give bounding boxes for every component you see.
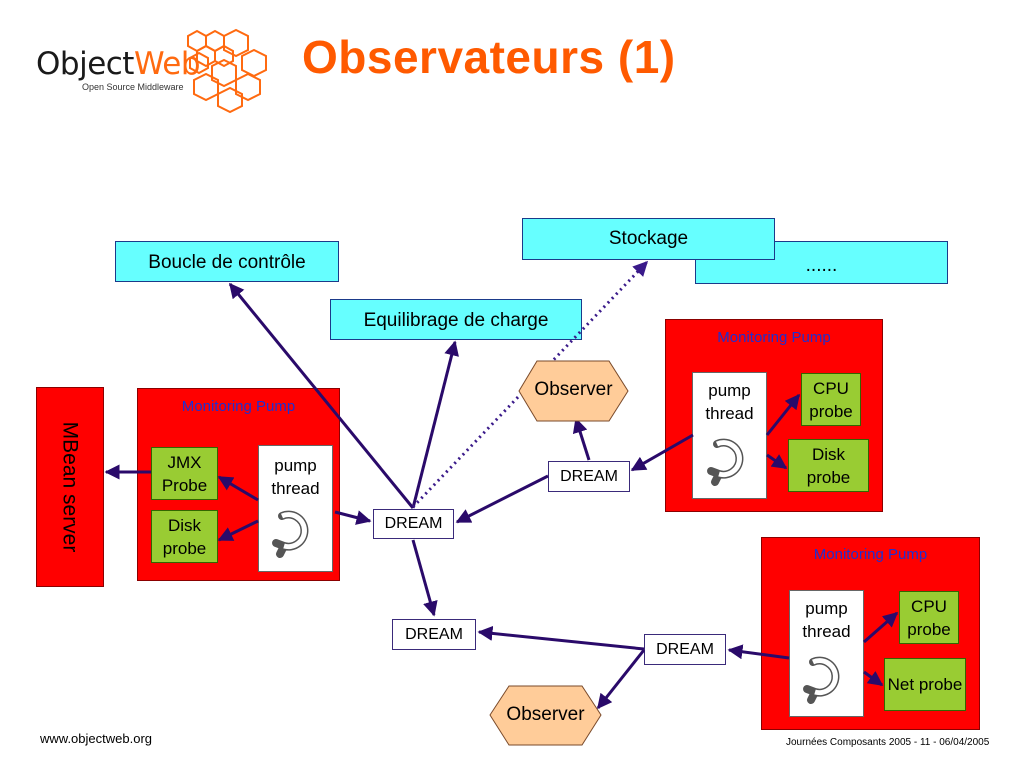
jmx-probe-label: JMX Probe [161, 452, 208, 495]
arrow-thread3-to-cpu [863, 611, 899, 644]
arrow-thread3-to-dreambr [727, 644, 790, 660]
arrow-dreambr-to-observer [596, 649, 646, 710]
pump-thread-1-label: pump thread [271, 456, 320, 498]
cpu-probe-1-label: CPU probe [809, 378, 853, 421]
equilibrage-label: Equilibrage de charge [363, 310, 549, 331]
more-targets-label: ...... [805, 255, 838, 276]
arrow-dream-to-boucle [228, 282, 415, 509]
arrow-thread2-to-dreamright [630, 433, 694, 472]
arrow-thread2-to-cpu [765, 393, 801, 436]
net-probe: Net probe [884, 658, 966, 711]
pump-thread-2: pump thread [692, 372, 767, 499]
arrow-dream-to-equilibrage [411, 340, 459, 509]
dream-right-label: DREAM [560, 467, 618, 485]
arrow-thread2-to-disk [766, 453, 788, 470]
net-probe-label: Net probe [887, 675, 963, 694]
arrow-thread1-to-dream [334, 510, 372, 525]
logo-wordmark: ObjectWeb [36, 46, 201, 82]
arrow-dreamright-to-dream [455, 474, 549, 524]
boucle-label: Boucle de contrôle [148, 252, 306, 273]
observer-bottom: Observer [506, 704, 585, 725]
arrow-dreambr-to-dreamlower [477, 625, 645, 651]
dream-node-lower: DREAM [392, 619, 476, 650]
arrow-dreamright-to-observer [572, 417, 591, 461]
dream-center-label: DREAM [384, 515, 443, 532]
stockage-label: Stockage [608, 228, 689, 249]
disk-probe-1: Disk probe [151, 510, 218, 563]
cpu-probe-2-label: CPU probe [907, 596, 951, 639]
arrow-thread1-to-jmx [217, 475, 259, 502]
cycle-icon-3-inner [811, 658, 838, 696]
pump-3-label: Monitoring Pump [813, 546, 928, 563]
arrow-thread3-to-net [863, 670, 884, 687]
disk-probe-1-label: Disk probe [162, 515, 207, 558]
disk-probe-2: Disk probe [788, 439, 869, 492]
pump-thread-3-label: pump thread [802, 599, 851, 641]
pump-thread-2-label: pump thread [705, 381, 754, 423]
pump-2-label: Monitoring Pump [717, 329, 831, 346]
disk-probe-2-label: Disk probe [806, 444, 851, 487]
cpu-probe-2: CPU probe [899, 591, 959, 644]
cycle-icons [272, 438, 840, 704]
observer-bottom-hexagon [489, 685, 602, 746]
cpu-probe-1: CPU probe [801, 373, 861, 426]
observer-top-hexagon [518, 360, 629, 422]
footer-url: www.objectweb.org [40, 731, 152, 746]
arrow-dream-to-dream-lower [411, 539, 438, 617]
observer-top: Observer [534, 379, 613, 400]
mbean-server-box: MBean server [36, 387, 104, 587]
dream-lower-label: DREAM [405, 625, 463, 643]
pump-thread-3: pump thread [789, 590, 864, 717]
footer-event: Journées Composants 2005 - 11 - 06/04/20… [786, 737, 990, 748]
dream-node-bottom-right: DREAM [644, 634, 726, 665]
dream-node-center: DREAM [373, 509, 454, 539]
stockage-box: Stockage [522, 218, 775, 260]
slide-title: Observateurs (1) [302, 31, 676, 83]
pump-thread-1: pump thread [258, 445, 333, 572]
pump-1-label: Monitoring Pump [181, 398, 296, 415]
cycle-icon-1-inner [280, 512, 307, 550]
arrow-thread1-to-disk [217, 519, 259, 542]
jmx-probe: JMX Probe [151, 447, 218, 500]
equilibrage-box: Equilibrage de charge [330, 299, 582, 340]
logo-tagline: Open Source Middleware [82, 82, 184, 92]
cycle-icon-2-inner [715, 440, 742, 478]
dream-node-right: DREAM [548, 461, 630, 492]
boucle-de-controle-box: Boucle de contrôle [115, 241, 339, 282]
dream-bottom-right-label: DREAM [656, 640, 714, 658]
